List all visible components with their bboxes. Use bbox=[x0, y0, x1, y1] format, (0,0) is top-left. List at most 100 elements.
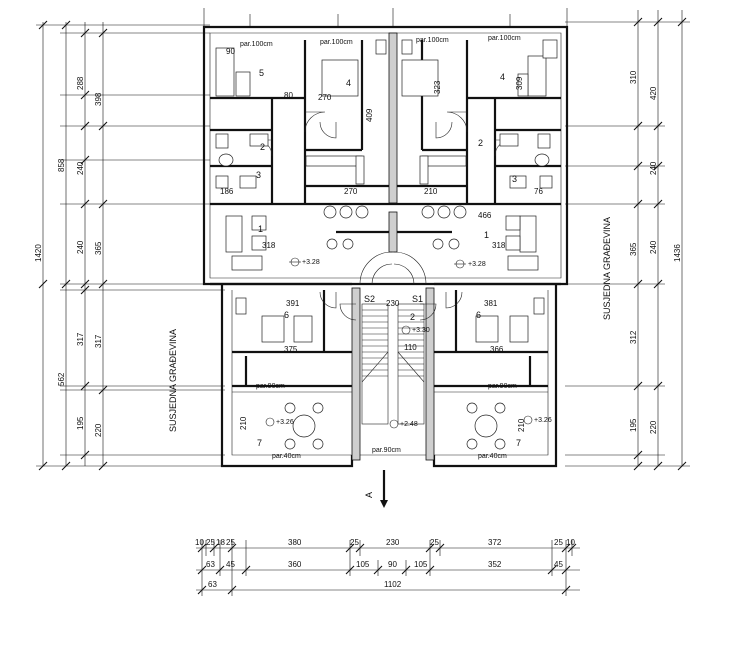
plan-dim-1: 391 bbox=[286, 299, 300, 308]
plan-dim-5: 318 bbox=[262, 241, 276, 250]
bottom-dim-r3-2: 1102 bbox=[384, 580, 402, 589]
dim-left-inner-4: 220 bbox=[94, 423, 103, 437]
section-mark: A bbox=[364, 470, 388, 508]
room-2-left-label: 2 bbox=[260, 142, 265, 152]
bottom-dim-r1-3: 18 bbox=[216, 538, 225, 547]
bottom-dim-r2-1: 63 bbox=[206, 560, 215, 569]
plan-dim-4: 366 bbox=[490, 345, 504, 354]
room-s1-label: S1 bbox=[412, 294, 423, 304]
room-3-left-label: 3 bbox=[256, 170, 261, 180]
plan-dim-19: 110 bbox=[404, 343, 417, 352]
bottom-dim-r2-5: 90 bbox=[388, 560, 397, 569]
dim-right-mid-3: 240 bbox=[649, 240, 658, 254]
plan-dim-17: 210 bbox=[517, 418, 526, 432]
level-terrace-left: +3.26 bbox=[276, 419, 294, 426]
bottom-dim-r1-8: 25 bbox=[430, 538, 439, 547]
dim-right-mid-4: 220 bbox=[649, 420, 658, 434]
bottom-dim-r1-1: 10 bbox=[195, 538, 204, 547]
plan-dim-8: 270 bbox=[318, 93, 332, 102]
left-dimension-chains: 1420 858 562 288 240 240 317 195 398 365… bbox=[34, 20, 225, 471]
dim-left-inner-2: 365 bbox=[94, 241, 103, 255]
dim-right-outer: 1436 bbox=[673, 244, 682, 262]
dim-left-fine-5: 195 bbox=[76, 416, 85, 430]
bottom-dim-r2-7: 352 bbox=[488, 560, 502, 569]
dim-left-fine-3: 240 bbox=[76, 240, 85, 254]
parapet-note-5: par.90cm bbox=[256, 383, 285, 390]
dim-left-inner-3: 317 bbox=[94, 334, 103, 348]
plan-dim-18: 230 bbox=[386, 299, 400, 308]
dim-left-mid-2: 562 bbox=[57, 372, 66, 386]
dim-right-mid-1: 420 bbox=[649, 86, 658, 100]
dim-left-fine-4: 317 bbox=[76, 332, 85, 346]
door-swings bbox=[255, 111, 512, 321]
level-markers: +3.28 +3.28 +3.30 +2.48 +3.26 +3.26 bbox=[265, 257, 552, 429]
parapet-note-6: par.40cm bbox=[272, 453, 301, 460]
level-stair-landing: +2.48 bbox=[400, 421, 418, 428]
dim-left-fine-2: 240 bbox=[76, 161, 85, 175]
bottom-dimension-chains: 10 25 18 25 380 25 230 25 372 25 10 63 4… bbox=[195, 538, 580, 596]
parapet-note-stair: par.90cm bbox=[372, 447, 401, 454]
parapet-note-1: par.100cm bbox=[240, 41, 273, 48]
plan-dim-12: 76 bbox=[534, 187, 543, 196]
dim-right-inner-3: 312 bbox=[629, 330, 638, 344]
plan-dim-7: 466 bbox=[478, 211, 492, 220]
neighbour-label-right: SUSJEDNA GRAĐEVINA bbox=[602, 217, 612, 320]
level-hall: +3.30 bbox=[412, 327, 430, 334]
plan-dim-15: 309 bbox=[515, 76, 524, 90]
room-6-right-label: 6 bbox=[476, 310, 481, 320]
room-4-left-label: 4 bbox=[346, 78, 351, 88]
neighbour-label-left: SUSJEDNA GRAĐEVINA bbox=[168, 329, 178, 432]
bottom-dim-r2-6: 105 bbox=[414, 560, 428, 569]
dim-right-inner-4: 195 bbox=[629, 418, 638, 432]
bottom-dim-r1-2: 25 bbox=[206, 538, 215, 547]
room-6-left-label: 6 bbox=[284, 310, 289, 320]
furniture bbox=[215, 39, 558, 450]
dim-left-fine-1: 288 bbox=[76, 76, 85, 90]
level-terrace-right: +3.26 bbox=[534, 417, 552, 424]
room-3-right-label: 3 bbox=[512, 174, 517, 184]
section-mark-label: A bbox=[364, 492, 374, 498]
room-s2-label: S2 bbox=[364, 294, 375, 304]
plan-dim-21: 90 bbox=[226, 47, 235, 56]
dim-left-mid-1: 858 bbox=[57, 158, 66, 172]
level-upper-right: +3.28 bbox=[468, 261, 486, 268]
bottom-dim-r1-6: 25 bbox=[350, 538, 359, 547]
room-7-left-label: 7 bbox=[257, 438, 262, 448]
parapet-note-4: par.100cm bbox=[488, 35, 521, 42]
bottom-dim-r2-8: 45 bbox=[554, 560, 563, 569]
plan-dimensions: 391 381 375 366 318 318 466 270 270 210 … bbox=[220, 47, 543, 432]
bottom-dim-r2-2: 45 bbox=[226, 560, 235, 569]
plan-dim-10: 210 bbox=[424, 187, 438, 196]
bottom-dim-r1-5: 380 bbox=[288, 538, 302, 547]
parapet-note-2: par.100cm bbox=[320, 39, 353, 46]
parapet-notes: par.100cm par.100cm par.100cm par.100cm … bbox=[240, 35, 521, 460]
plan-dim-14: 323 bbox=[433, 80, 442, 94]
room-4-right-label: 4 bbox=[500, 72, 505, 82]
room-1-right-label: 1 bbox=[484, 230, 489, 240]
room-2-hall-label: 2 bbox=[410, 312, 415, 322]
building-outline bbox=[202, 25, 569, 468]
right-dimension-chains: 310 365 312 195 420 240 240 220 1436 bbox=[565, 10, 690, 471]
room-7-right-label: 7 bbox=[516, 438, 521, 448]
plan-dim-3: 375 bbox=[284, 345, 298, 354]
room-5-label: 5 bbox=[259, 68, 264, 78]
top-witness-lines bbox=[203, 8, 568, 27]
plan-dim-11: 186 bbox=[220, 187, 234, 196]
bottom-dim-r3-1: 63 bbox=[208, 580, 217, 589]
dim-right-inner-2: 365 bbox=[629, 242, 638, 256]
plan-dim-20: 80 bbox=[284, 91, 293, 100]
room-1-left-label: 1 bbox=[258, 224, 263, 234]
interior-walls bbox=[210, 32, 561, 386]
bottom-dim-r1-7: 230 bbox=[386, 538, 400, 547]
parapet-note-8: par.40cm bbox=[478, 453, 507, 460]
bottom-dim-r1-4: 25 bbox=[226, 538, 235, 547]
level-upper-left: +3.28 bbox=[302, 259, 320, 266]
dim-right-mid-2: 240 bbox=[649, 161, 658, 175]
plan-dim-2: 381 bbox=[484, 299, 498, 308]
bottom-dim-r1-9: 372 bbox=[488, 538, 502, 547]
bottom-dim-r1-11: 10 bbox=[566, 538, 575, 547]
room-labels: 5 4 4 2 2 3 3 1 1 6 6 7 7 S2 S1 2 bbox=[256, 68, 521, 448]
plan-dim-9: 270 bbox=[344, 187, 358, 196]
dim-right-inner-1: 310 bbox=[629, 70, 638, 84]
